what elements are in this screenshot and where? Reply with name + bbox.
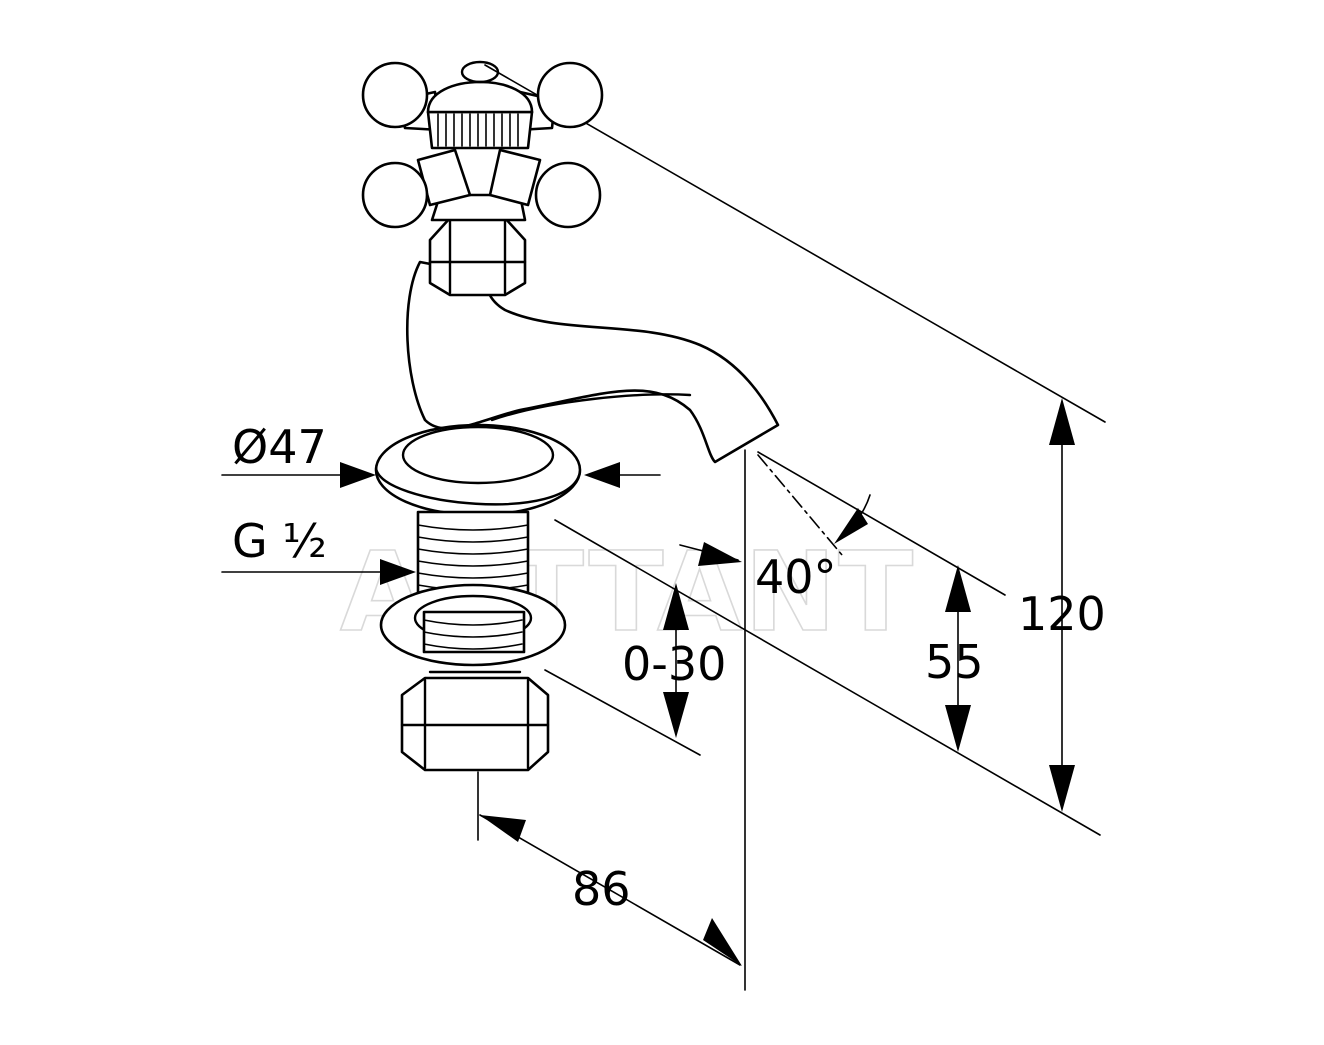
projection-label: 86 <box>572 862 631 916</box>
dimension-labels: Ø47 G ½ 40° 0-30 55 120 86 <box>232 420 1106 916</box>
hex-nut-upper <box>428 216 527 297</box>
extension-lines <box>477 64 1106 991</box>
dome-top <box>426 80 534 114</box>
thread-label: G ½ <box>232 514 327 568</box>
base-flange <box>374 423 582 517</box>
handle-ball-bottom-left <box>361 161 429 229</box>
angle-label: 40° <box>755 550 837 604</box>
dimension-lines <box>221 398 1075 966</box>
cross-arm-lower-right <box>488 148 542 207</box>
adjust-range-label: 0-30 <box>622 637 726 691</box>
spout-height-label: 55 <box>925 635 984 689</box>
knurled-cap <box>426 110 534 150</box>
faucet-body <box>361 60 780 772</box>
spout <box>406 260 780 464</box>
handle-ball-top-right <box>536 61 604 129</box>
total-height-label: 120 <box>1018 587 1106 641</box>
handle-ball-top-left <box>361 61 429 129</box>
handle-ball-bottom-right <box>534 161 602 229</box>
diameter-label: Ø47 <box>232 420 327 474</box>
